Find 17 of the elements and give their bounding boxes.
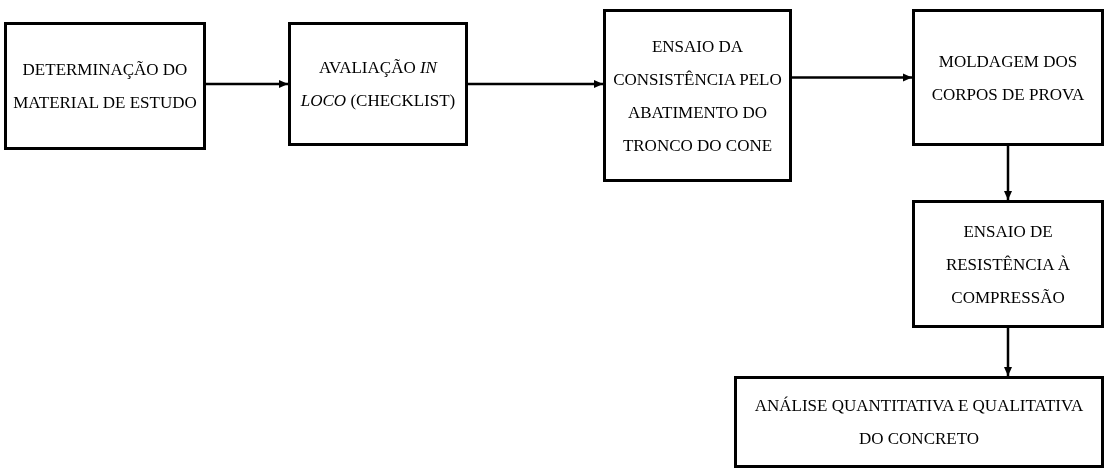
process-box (288, 22, 468, 146)
arrow (1004, 328, 1012, 376)
arrow (468, 80, 603, 88)
arrow (792, 73, 912, 82)
box-label: AVALIAÇÃO IN LOCO (CHECKLIST) (299, 57, 457, 112)
box-label: ENSAIO DE RESISTÊNCIA À COMPRESSÃO (944, 220, 1072, 309)
box-label: DETERMINAÇÃO DO MATERIAL DE ESTUDO (13, 59, 197, 114)
process-box (912, 9, 1104, 146)
process-box (4, 22, 206, 150)
process-box (734, 376, 1104, 468)
arrow (1004, 146, 1012, 200)
process-box (603, 9, 792, 182)
box-label: ANÁLISE QUANTITATIVA E QUALITATIVA DO CONCRETO (753, 395, 1085, 450)
box-label: ENSAIO DA CONSISTÊNCIA PELO ABATIMENTO DO TRONCO DO CONE (612, 35, 783, 157)
arrow (206, 80, 288, 88)
process-box (912, 200, 1104, 328)
box-label: MOLDAGEM DOS CORPOS DE PROVA (930, 50, 1086, 106)
